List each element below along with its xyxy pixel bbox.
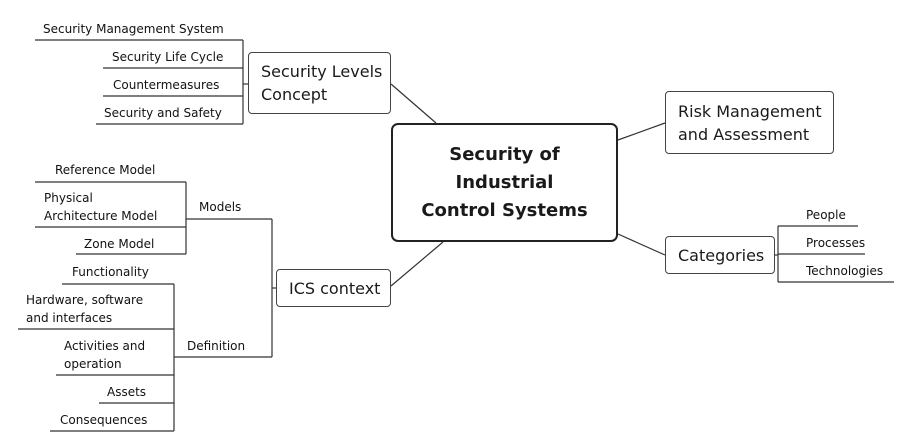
connector-central-to-security-levels [390,83,437,124]
topic-risk-management-label: Risk Management and Assessment [678,101,822,144]
topic-categories-label: Categories [678,245,765,265]
connector-central-to-categories [617,233,666,256]
connector-central-to-risk [617,122,666,141]
topic-security-levels-concept-label: Security Levels Concept [261,62,383,104]
topic-ics-context-label: ICS context [289,278,381,298]
central-topic[interactable]: Security of Industrial Control Systems [391,123,618,242]
leaf-assets[interactable]: Assets [107,385,147,399]
leaf-security-life-cycle[interactable]: Security Life Cycle [112,50,224,64]
connector-central-to-ics-context [390,241,444,287]
topic-security-levels-concept[interactable]: Security Levels Concept [248,52,391,114]
leaf-consequences[interactable]: Consequences [60,413,148,427]
leaf-countermeasures[interactable]: Countermeasures [113,78,220,92]
leaf-security-and-safety[interactable]: Security and Safety [104,106,222,120]
leaf-hardware-software-interfaces[interactable]: Hardware, software and interfaces [26,293,144,325]
topic-risk-management[interactable]: Risk Management and Assessment [665,91,834,154]
leaf-processes[interactable]: Processes [806,236,866,250]
subtopic-models[interactable]: Models [199,200,242,214]
leaf-people[interactable]: People [806,208,846,222]
leaf-reference-model[interactable]: Reference Model [55,163,156,177]
topic-categories[interactable]: Categories [665,236,775,274]
leaf-technologies[interactable]: Technologies [806,264,884,278]
subtopic-definition[interactable]: Definition [187,339,246,353]
topic-ics-context[interactable]: ICS context [276,269,391,307]
leaf-activities-and-operation[interactable]: Activities and operation [64,339,146,371]
leaf-zone-model[interactable]: Zone Model [84,237,155,251]
leaf-functionality[interactable]: Functionality [72,265,149,279]
leaf-physical-architecture-model[interactable]: Physical Architecture Model [44,191,158,223]
central-topic-label: Security of Industrial Control Systems [421,143,588,221]
leaf-security-management-system[interactable]: Security Management System [43,22,224,36]
